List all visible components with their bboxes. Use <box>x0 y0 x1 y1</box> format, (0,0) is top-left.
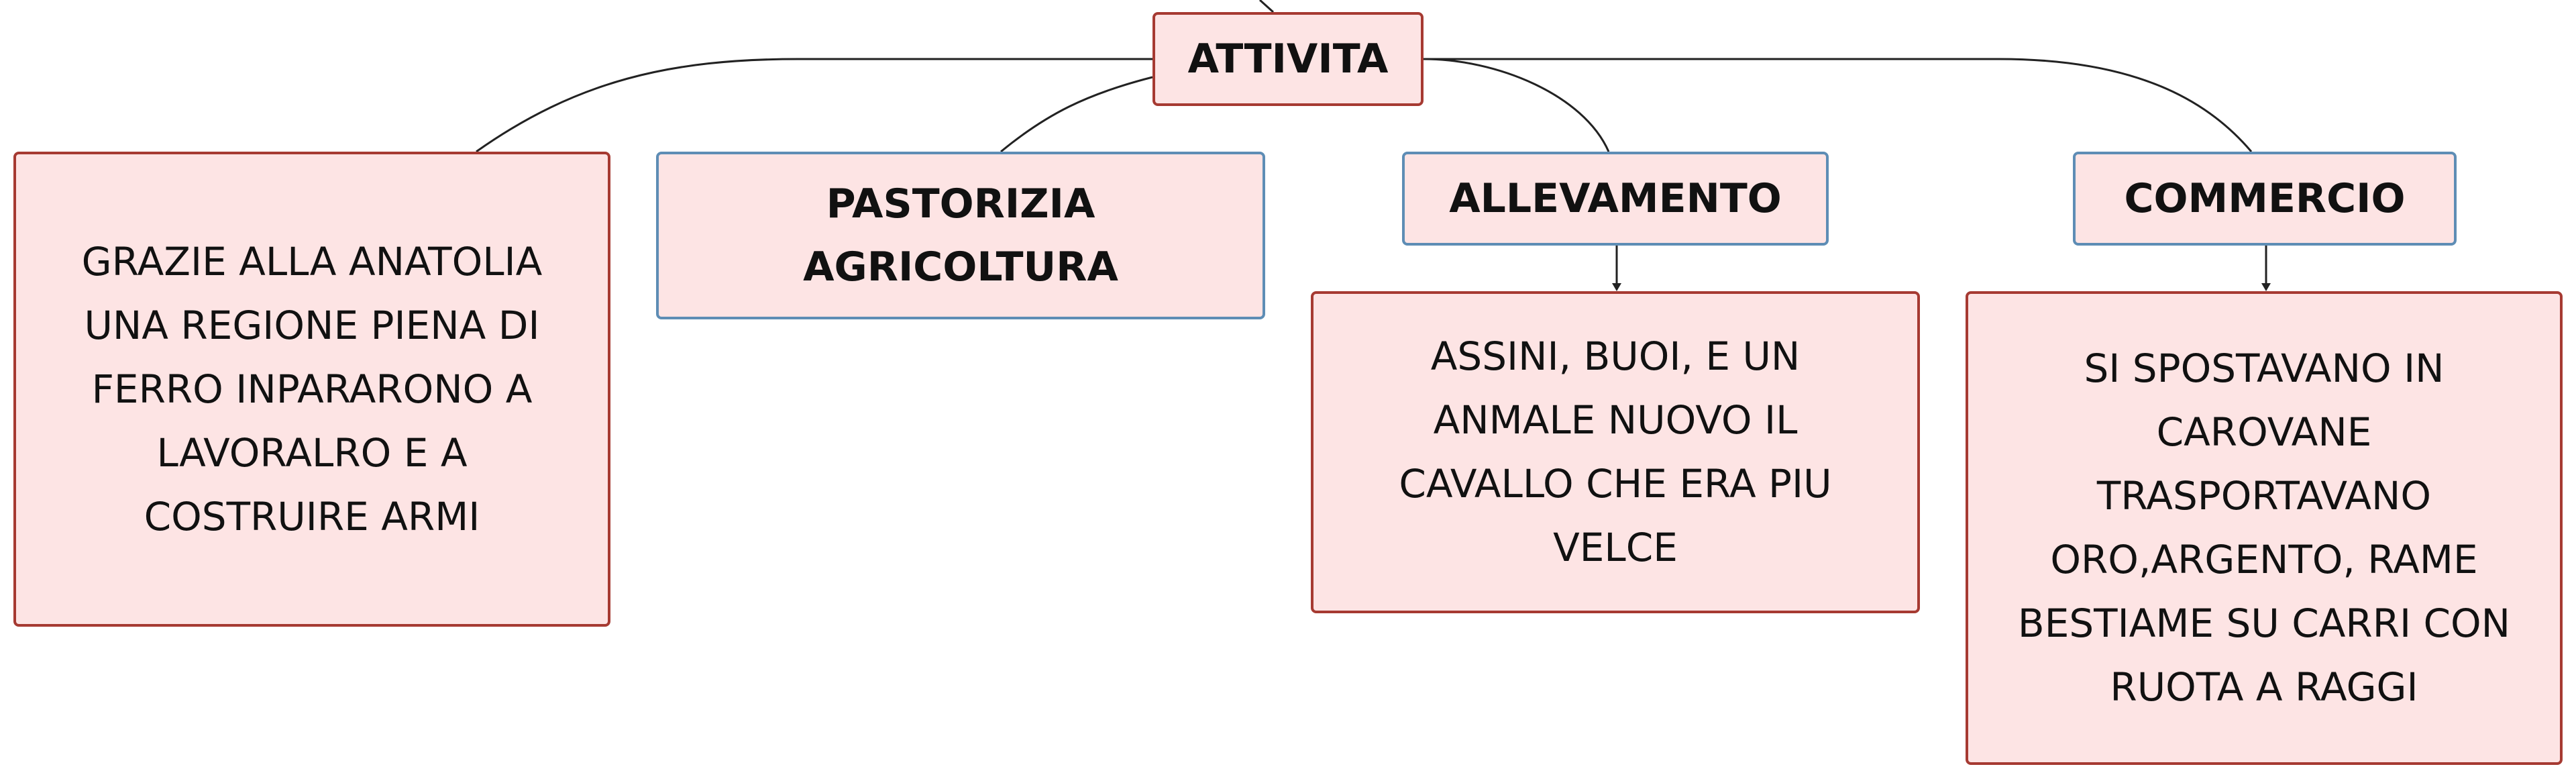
connector-line-commercio <box>1424 58 2253 152</box>
branch-node-allevamento-label: ALLEVAMENTO <box>1449 175 1782 222</box>
connector-line-allevamento <box>1423 58 1610 152</box>
connector-line-root-top <box>1258 0 1275 13</box>
detail-node-commercio[interactable]: SI SPOSTAVANO IN CAROVANE TRASPORTAVANO … <box>1966 291 2563 765</box>
branch-node-pastorizia-agricoltura[interactable]: PASTORIZIA AGRICOLTURA <box>656 152 1265 319</box>
branch-node-pastorizia-label: PASTORIZIA AGRICOLTURA <box>803 180 1118 291</box>
description-node-text: GRAZIE ALLA ANATOLIA UNA REGIONE PIENA D… <box>81 238 543 539</box>
detail-node-commercio-text: SI SPOSTAVANO IN CAROVANE TRASPORTAVANO … <box>2017 346 2511 710</box>
root-node-attivita[interactable]: ATTIVITA <box>1152 12 1424 106</box>
description-node-anatolia[interactable]: GRAZIE ALLA ANATOLIA UNA REGIONE PIENA D… <box>13 152 610 627</box>
connector-line-pastorizia <box>1000 76 1153 153</box>
arrowhead-allevamento-detail <box>1612 283 1621 291</box>
root-node-label: ATTIVITA <box>1187 36 1389 83</box>
detail-node-allevamento[interactable]: ASSINI, BUOI, E UN ANMALE NUOVO IL CAVAL… <box>1311 291 1920 613</box>
branch-node-allevamento[interactable]: ALLEVAMENTO <box>1402 152 1829 246</box>
branch-node-commercio[interactable]: COMMERCIO <box>2073 152 2457 246</box>
detail-node-allevamento-text: ASSINI, BUOI, E UN ANMALE NUOVO IL CAVAL… <box>1399 333 1832 570</box>
arrowhead-commercio-detail <box>2261 283 2271 291</box>
connector-line-description <box>476 58 1152 153</box>
branch-node-commercio-label: COMMERCIO <box>2124 175 2406 222</box>
